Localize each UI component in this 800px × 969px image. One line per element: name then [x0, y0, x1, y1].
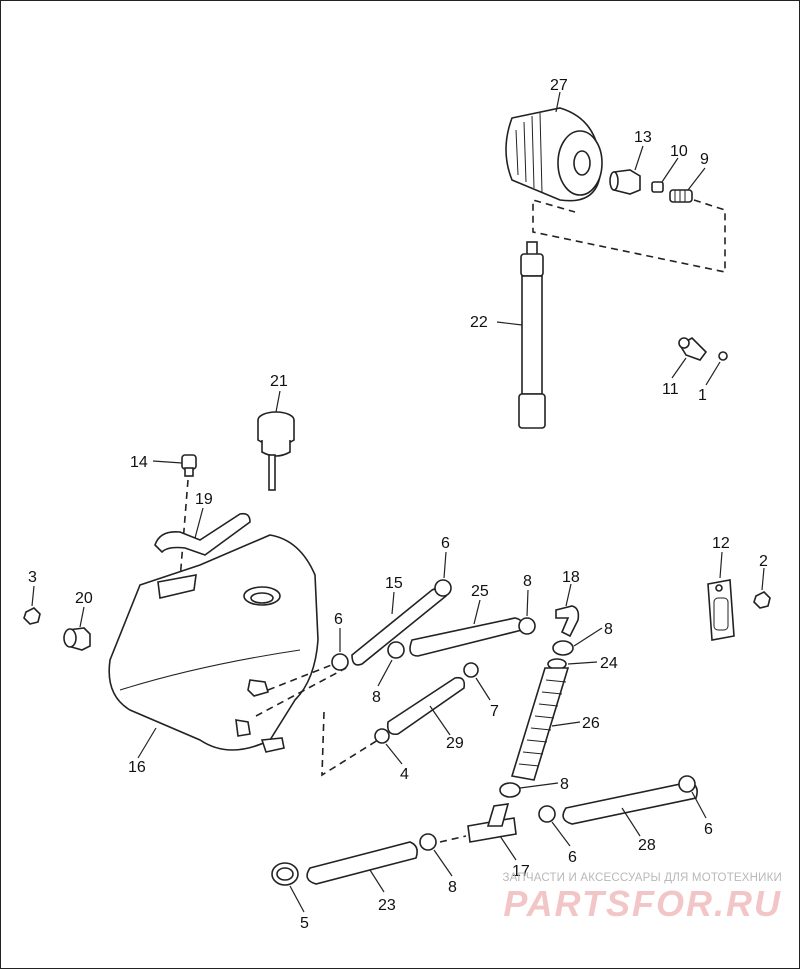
sensor-11 [678, 336, 708, 361]
callout-8-top: 8 [523, 573, 532, 590]
callout-8-left: 8 [372, 689, 381, 706]
callout-22: 22 [470, 314, 488, 331]
callout-8-upper-right: 8 [604, 621, 613, 638]
callout-24: 24 [600, 655, 618, 672]
callout-1: 1 [698, 387, 707, 404]
callout-27: 27 [550, 77, 568, 94]
dipstick-cap [257, 411, 295, 491]
callout-21: 21 [270, 373, 288, 390]
callout-26: 26 [582, 715, 600, 732]
callout-13: 13 [634, 129, 652, 146]
callout-labels: 27 13 10 9 22 11 1 21 14 19 3 20 16 6 15… [28, 77, 768, 932]
fitting-13 [609, 169, 641, 195]
mount-20 [63, 627, 91, 651]
watermark-brand: PARTSFOR.RU [503, 883, 782, 924]
callout-6-left: 6 [334, 611, 343, 628]
callout-9: 9 [700, 151, 709, 168]
callout-25: 25 [471, 583, 489, 600]
oil-filter [505, 107, 603, 202]
washer-10 [651, 181, 664, 193]
oil-tank [108, 534, 319, 753]
clamp-8-lower [419, 833, 437, 851]
nut-1 [718, 351, 728, 361]
hose-25 [409, 617, 524, 657]
nut-3 [23, 607, 41, 625]
callout-8-mid: 8 [560, 776, 569, 793]
bolt-14 [181, 454, 197, 477]
callout-12: 12 [712, 535, 730, 552]
clamp-8-mid [499, 782, 521, 798]
callout-7: 7 [490, 703, 499, 720]
bracket-19 [154, 512, 251, 556]
clamp-6-right [678, 775, 696, 793]
hose-28 [562, 781, 698, 825]
callout-2: 2 [759, 553, 768, 570]
callout-5: 5 [300, 915, 309, 932]
callout-16: 16 [128, 759, 146, 776]
clamp-5 [271, 862, 299, 886]
callout-6-right: 6 [704, 821, 713, 838]
fitting-18 [555, 605, 580, 638]
clamps [331, 579, 536, 744]
callout-3: 3 [28, 569, 37, 586]
oil-line-22 [518, 241, 546, 429]
spring-9 [669, 189, 693, 203]
clamp-6-mid [538, 805, 556, 823]
callout-23: 23 [378, 897, 396, 914]
callout-17: 17 [512, 863, 530, 880]
clip-12 [707, 579, 735, 641]
tee-fitting-17 [467, 803, 517, 843]
callout-4: 4 [400, 766, 409, 783]
callout-11: 11 [662, 381, 679, 398]
callout-6-mid: 6 [568, 849, 577, 866]
watermark-tagline: ЗАПЧАСТИ И АКСЕССУАРЫ ДЛЯ МОТОТЕХНИКИ [502, 872, 782, 884]
hose-29 [386, 676, 466, 736]
callout-8-bottom: 8 [448, 879, 457, 896]
callout-18: 18 [562, 569, 580, 586]
callout-29: 29 [446, 735, 464, 752]
callout-10: 10 [670, 143, 688, 160]
callout-6-top: 6 [441, 535, 450, 552]
callout-15: 15 [385, 575, 403, 592]
corrugated-hose-26 [510, 667, 570, 781]
clamp-8-upper [552, 640, 574, 656]
hose-23 [306, 841, 418, 885]
callout-14: 14 [130, 454, 148, 471]
callout-28: 28 [638, 837, 656, 854]
nut-2 [753, 591, 771, 609]
callout-19: 19 [195, 491, 213, 508]
watermark: ЗАПЧАСТИ И АКСЕССУАРЫ ДЛЯ МОТОТЕХНИКИ PA… [502, 872, 782, 922]
callout-20: 20 [75, 590, 93, 607]
